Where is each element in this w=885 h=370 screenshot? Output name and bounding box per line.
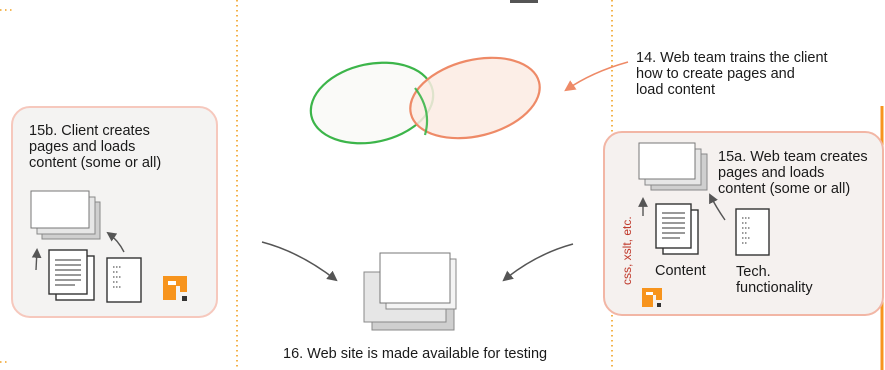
step-14-label: 14. Web team trains the client how to cr… [636, 50, 828, 98]
page-stack-icon [30, 190, 101, 240]
arrow-icon [261, 241, 338, 282]
tech-line: Tech. [736, 264, 771, 280]
step-15b-line: 15b. Client creates [29, 123, 150, 139]
website-stack-icon [363, 252, 457, 331]
step-15a-line: 15a. Web team creates [718, 149, 868, 165]
tech-spec-icon [106, 257, 142, 303]
cms-logo-icon [163, 276, 187, 301]
tech-label: Tech. functionality [736, 264, 813, 296]
step-15a-label: 15a. Web team creates pages and loads co… [718, 149, 868, 197]
step-14-line: 14. Web team trains the client [636, 50, 828, 66]
step-14-line: load content [636, 82, 716, 98]
tech-spec-icon [735, 208, 770, 256]
tech-line: functionality [736, 280, 813, 296]
step-15a-line: content (some or all) [718, 181, 851, 197]
step-14-line: how to create pages and [636, 66, 795, 82]
top-partial-icon [510, 0, 538, 3]
salmon-oval [409, 56, 541, 140]
cms-logo-icon [642, 288, 662, 307]
arrow-icon [564, 61, 629, 92]
document-icon [655, 203, 699, 255]
step-15b-label: 15b. Client creates pages and loads cont… [29, 123, 161, 171]
content-label: Content [655, 263, 706, 279]
page-stack-icon [638, 142, 708, 191]
step-15b-line: pages and loads [29, 139, 136, 155]
green-oval-overlap [414, 87, 429, 136]
arrow-icon [502, 243, 574, 282]
css-xslt-label: css, xslt, etc. [620, 216, 634, 285]
document-icon [48, 249, 95, 301]
arrow-icon [31, 248, 42, 271]
step-16-label: 16. Web site is made available for testi… [283, 346, 548, 362]
step-15a-line: pages and loads [718, 165, 825, 181]
arrow-icon [709, 193, 726, 221]
step-15b-line: content (some or all) [29, 155, 162, 171]
arrow-icon [106, 231, 125, 253]
